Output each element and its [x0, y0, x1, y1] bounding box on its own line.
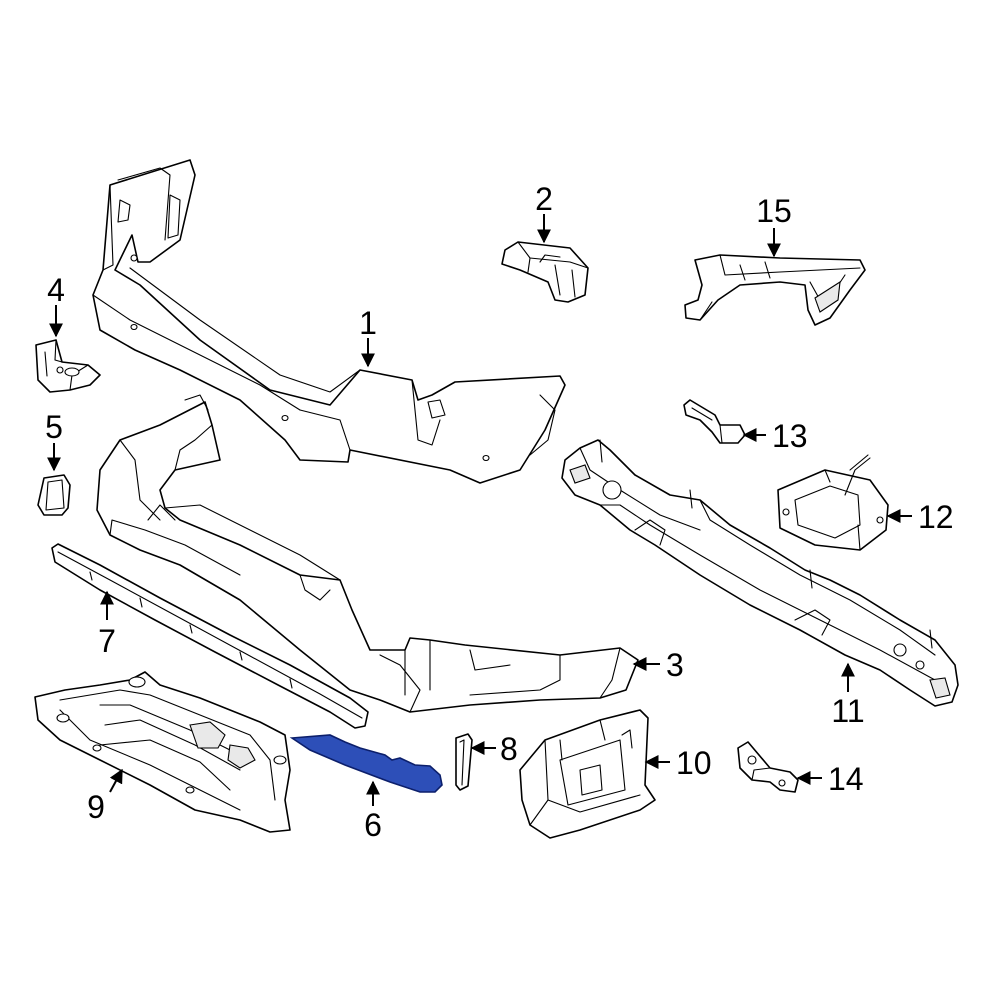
part-12-module-bracket[interactable] [777, 454, 889, 551]
callout-13: 13 [772, 418, 808, 454]
callout-3: 3 [666, 647, 684, 683]
callout-8: 8 [500, 731, 518, 767]
leader-9 [109, 768, 123, 793]
callout-7: 7 [98, 623, 116, 659]
callout-12: 12 [918, 499, 954, 535]
callout-9: 9 [87, 789, 105, 825]
callout-1: 1 [359, 305, 377, 341]
part-2-bracket[interactable] [501, 241, 589, 303]
callout-4: 4 [47, 272, 65, 308]
part-10-panel[interactable] [519, 709, 656, 839]
callout-10: 10 [676, 745, 712, 781]
part-3-lower-valance[interactable] [96, 394, 639, 713]
part-11-reinforcement[interactable] [561, 439, 959, 707]
part-7-trim-strip[interactable] [51, 543, 369, 729]
part-14-bracket[interactable] [737, 741, 799, 793]
part-9-shield[interactable] [34, 671, 291, 833]
part-13-bracket[interactable] [683, 399, 746, 444]
callout-2: 2 [535, 181, 553, 217]
part-15-mount-bracket[interactable] [684, 254, 866, 326]
part-1-bumper-cover[interactable] [92, 159, 566, 484]
part-6-reflector[interactable] [289, 734, 443, 793]
callouts: 1 2 3 4 5 6 7 8 9 10 11 12 13 14 15 [45, 181, 953, 843]
leader-lines [47, 214, 912, 806]
part-4-bracket[interactable] [35, 339, 101, 393]
callout-11: 11 [831, 693, 864, 729]
callout-15: 15 [756, 193, 792, 229]
callout-5: 5 [45, 409, 63, 445]
callout-14: 14 [828, 761, 864, 797]
callout-6: 6 [364, 807, 382, 843]
part-5-plate[interactable] [37, 474, 71, 516]
part-8-clip[interactable] [455, 733, 473, 791]
